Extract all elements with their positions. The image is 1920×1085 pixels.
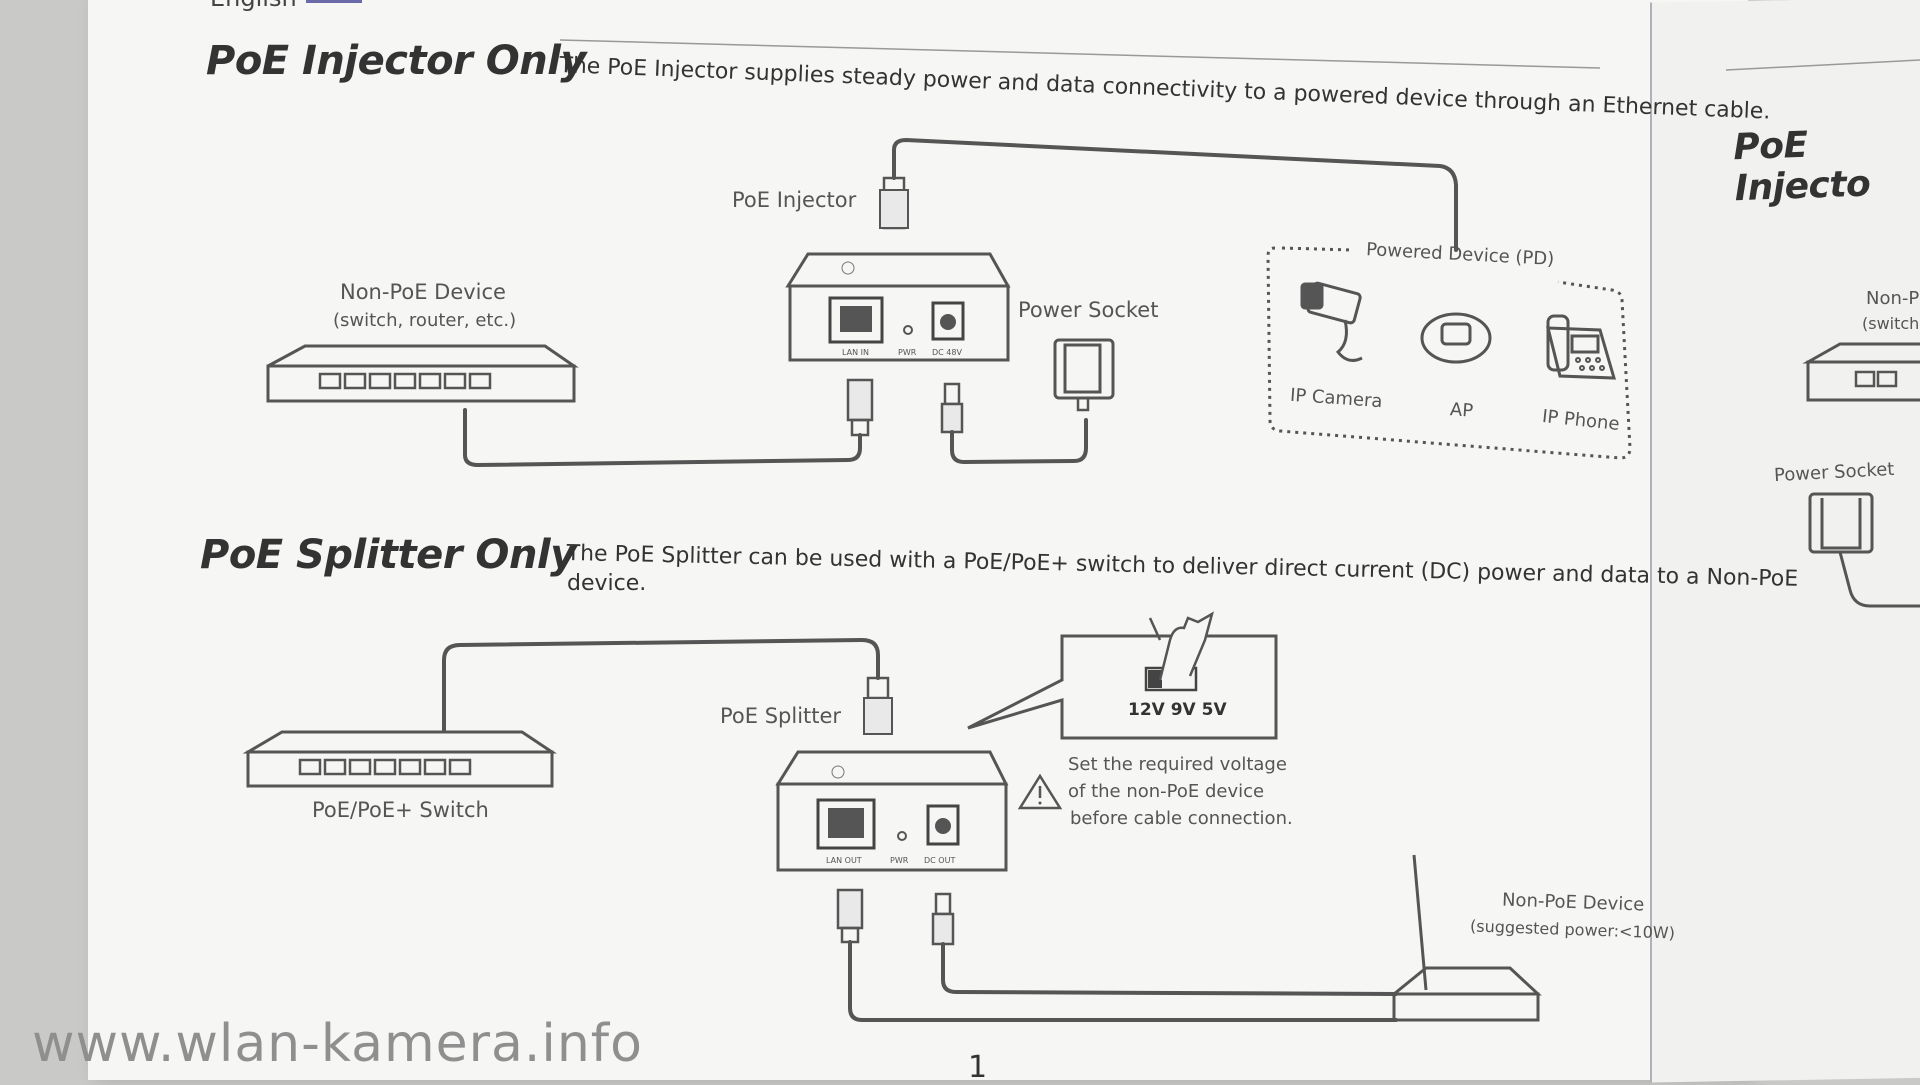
poe-switch-label: PoE/PoE+ Switch xyxy=(312,798,489,822)
router-icon xyxy=(1389,854,1542,1022)
lan-in-port-label: LAN IN xyxy=(842,348,869,357)
dc-48v-port-label: DC 48V xyxy=(932,348,962,357)
warning-icon xyxy=(1017,773,1063,810)
non-poe-switch-icon xyxy=(266,344,579,403)
ip-phone-icon xyxy=(1546,314,1617,380)
non-poe-device-label: Non-PoE Device xyxy=(340,280,506,304)
voltage-switch-callout xyxy=(967,611,1278,740)
manual-page-left xyxy=(88,0,1748,1080)
warning-line-1: Set the required voltage xyxy=(1068,754,1287,775)
non-poe-device-sub-label: (switch, router, etc.) xyxy=(333,310,517,331)
pwr-led-label-2: PWR xyxy=(890,856,909,865)
pwr-led-label: PWR xyxy=(898,348,917,357)
splitter-section-title: PoE Splitter Only xyxy=(200,532,576,578)
poe-splitter-icon xyxy=(775,750,1009,872)
lan-out-port-label: LAN OUT xyxy=(826,856,862,865)
right-page-nonpoe-label: Non-P xyxy=(1866,288,1920,309)
splitter-section-description-line2: device. xyxy=(567,571,647,596)
poe-switch-icon xyxy=(242,730,557,788)
watermark: www.wlan-kamera.info xyxy=(32,1014,643,1074)
dc-out-port-label: DC OUT xyxy=(924,856,956,865)
right-page-switch-icon xyxy=(1802,342,1920,402)
page-number: 1 xyxy=(968,1050,988,1085)
warning-line-3: before cable connection. xyxy=(1070,808,1293,829)
poe-injector-icon xyxy=(785,252,1011,362)
injector-label: PoE Injector xyxy=(732,188,857,212)
ip-camera-icon xyxy=(1300,281,1363,362)
power-socket-label: Power Socket xyxy=(1018,298,1159,322)
language-tab: English xyxy=(210,0,297,12)
voltage-options-label: 12V 9V 5V xyxy=(1128,700,1227,720)
access-point-icon xyxy=(1420,312,1492,364)
right-page-switch-sub-label: (switch xyxy=(1862,314,1920,333)
language-tab-underline xyxy=(306,0,362,3)
warning-line-2: of the non-PoE device xyxy=(1068,781,1265,802)
right-page-adapter-icon xyxy=(1808,492,1920,608)
splitter-label: PoE Splitter xyxy=(720,704,842,728)
power-adapter-icon xyxy=(1053,338,1115,412)
ap-label: AP xyxy=(1449,399,1474,422)
injector-section-title: PoE Injector Only xyxy=(206,38,586,84)
right-page-title: PoE Injecto xyxy=(1732,124,1871,210)
